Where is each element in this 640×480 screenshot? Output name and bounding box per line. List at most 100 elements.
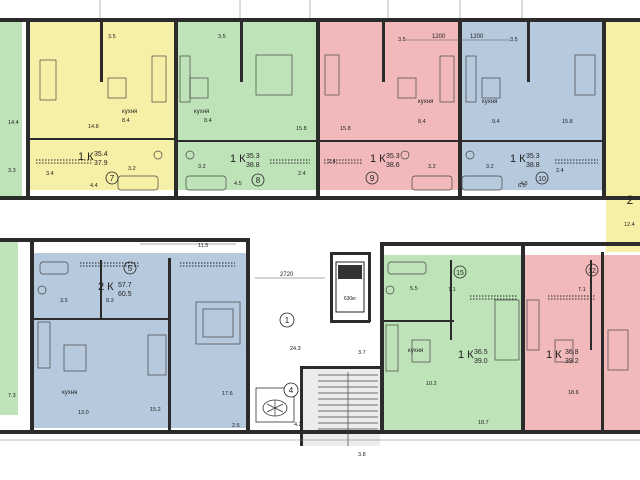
kitchen-label: кухня: [482, 99, 497, 105]
area-label: 3.2: [428, 164, 436, 170]
apt5-number: 5: [128, 264, 133, 273]
dimension-label: 1200: [470, 34, 484, 40]
fill-edge-left-bottom: [0, 240, 18, 415]
apt12-living: 36.8: [565, 349, 579, 356]
elevator-capacity: 630кг: [344, 296, 357, 302]
edge-marker: 2: [627, 193, 634, 207]
area-label: 11.5: [198, 243, 208, 249]
area-label: 4.2: [294, 422, 302, 428]
apt15-type: 1 К: [458, 349, 474, 361]
area-label: 13.0: [78, 410, 89, 416]
area-label: 18.7: [478, 420, 489, 426]
kitchen-label: кухня: [408, 348, 423, 354]
dimension-lines: [140, 39, 510, 279]
area-label: 8.3: [106, 298, 114, 304]
area-label: 15.8: [296, 126, 307, 132]
fill-apt5: [34, 253, 246, 428]
area-label: 3.2: [198, 164, 206, 170]
area-label: 3.5: [398, 37, 406, 43]
apt15-number: 15: [456, 270, 464, 277]
kitchen-labels: кухня кухня кухня кухня кухня кухня: [62, 99, 497, 396]
area-label: 3.2: [486, 164, 494, 170]
apt10-living: 35.3: [526, 153, 540, 160]
area-label: 3.7: [358, 350, 366, 356]
area-label: 7.1: [448, 287, 456, 293]
apt7-number: 7: [110, 174, 115, 183]
apt10-type: 1 К: [510, 153, 526, 165]
area-label: 3.3: [8, 168, 16, 174]
dimension-label: 1200: [432, 34, 446, 40]
apt9-type: 1 К: [370, 153, 386, 165]
area-label: 17.6: [222, 391, 233, 397]
apt15-total: 39.0: [474, 358, 488, 365]
apartment-labels: 1 К 35.4 37.9 7 1 К 35.3 38.8 8 1 К 35.3…: [78, 151, 599, 365]
area-label: 8.4: [122, 118, 130, 124]
area-label: 3.5: [218, 34, 226, 40]
area-label: 10.2: [426, 381, 437, 387]
apt8-total: 38.8: [246, 162, 260, 169]
area-label: 8.4: [418, 119, 426, 125]
apt5-living: 57.7: [118, 282, 132, 289]
area-label: 2.4: [298, 171, 306, 177]
area-label: 18.6: [568, 390, 579, 396]
fill-edge-right-top: [606, 22, 640, 252]
area-label: 2.4: [328, 159, 336, 165]
apt5-type: 2 К: [98, 281, 114, 293]
area-label: 7.3: [8, 393, 16, 399]
area-label: 3.5: [60, 298, 68, 304]
apt12-type: 1 К: [546, 349, 562, 361]
apt9-total: 38.6: [386, 162, 400, 169]
staircase: [318, 372, 378, 446]
apt12-number: 12: [588, 268, 596, 275]
apt15-living: 36.5: [474, 349, 488, 356]
apt10-number: 10: [538, 176, 546, 183]
area-label: 8.4: [204, 118, 212, 124]
fill-apt10: [462, 22, 602, 190]
furniture: [37, 54, 629, 376]
area-label: 14.4: [8, 120, 19, 126]
apt12-total: 39.2: [565, 358, 579, 365]
area-labels: 3.5 3.5 3.5 3.5 14.4 14.8 8.4 8.4 15.8 1…: [8, 34, 635, 458]
area-label: 15.2: [150, 407, 161, 413]
apt7-living: 35.4: [94, 151, 108, 158]
kitchen-label: кухня: [62, 390, 77, 396]
area-label: 14.8: [88, 124, 99, 130]
walls: [0, 18, 640, 446]
ventilation-fan-icon: [255, 387, 295, 423]
area-label: 3.8: [358, 452, 366, 458]
fill-stair: [300, 368, 380, 446]
room-fills: [0, 22, 640, 446]
apt7-total: 37.9: [94, 160, 108, 167]
window-marks: [36, 159, 598, 300]
area-label: 9.4: [492, 119, 500, 125]
axis-grid: [0, 0, 640, 441]
area-label: 6.5: [518, 183, 526, 189]
area-label: 15.8: [562, 119, 573, 125]
area-label: 3.5: [510, 37, 518, 43]
area-label: 2.4: [556, 168, 564, 174]
apt5-total: 60.5: [118, 291, 132, 298]
elevator-shaft: 630кг: [335, 261, 365, 313]
area-label: 12.4: [624, 222, 635, 228]
area-label: 3.2: [128, 166, 136, 172]
apt8-living: 35.3: [246, 153, 260, 160]
area-label: 3.5: [108, 34, 116, 40]
area-label: 2.6: [232, 423, 240, 429]
kitchen-label: кухня: [194, 109, 209, 115]
area-label: 24.3: [290, 346, 301, 352]
area-label: 4.5: [520, 181, 528, 187]
apt9-living: 35.3: [386, 153, 400, 160]
fill-edge-left-top: [0, 22, 22, 197]
kitchen-label: кухня: [122, 109, 137, 115]
area-label: 3.4: [46, 171, 54, 177]
fill-apt8: [178, 22, 318, 190]
fill-apt9: [320, 22, 460, 190]
apt10-total: 38.8: [526, 162, 540, 169]
lift-marker: 4: [289, 386, 294, 395]
area-label: 4.5: [234, 181, 242, 187]
fill-apt12: [525, 255, 640, 433]
markers: 1 4 2: [279, 193, 634, 398]
area-label: 4.4: [90, 183, 98, 189]
fill-apt15: [383, 255, 523, 433]
